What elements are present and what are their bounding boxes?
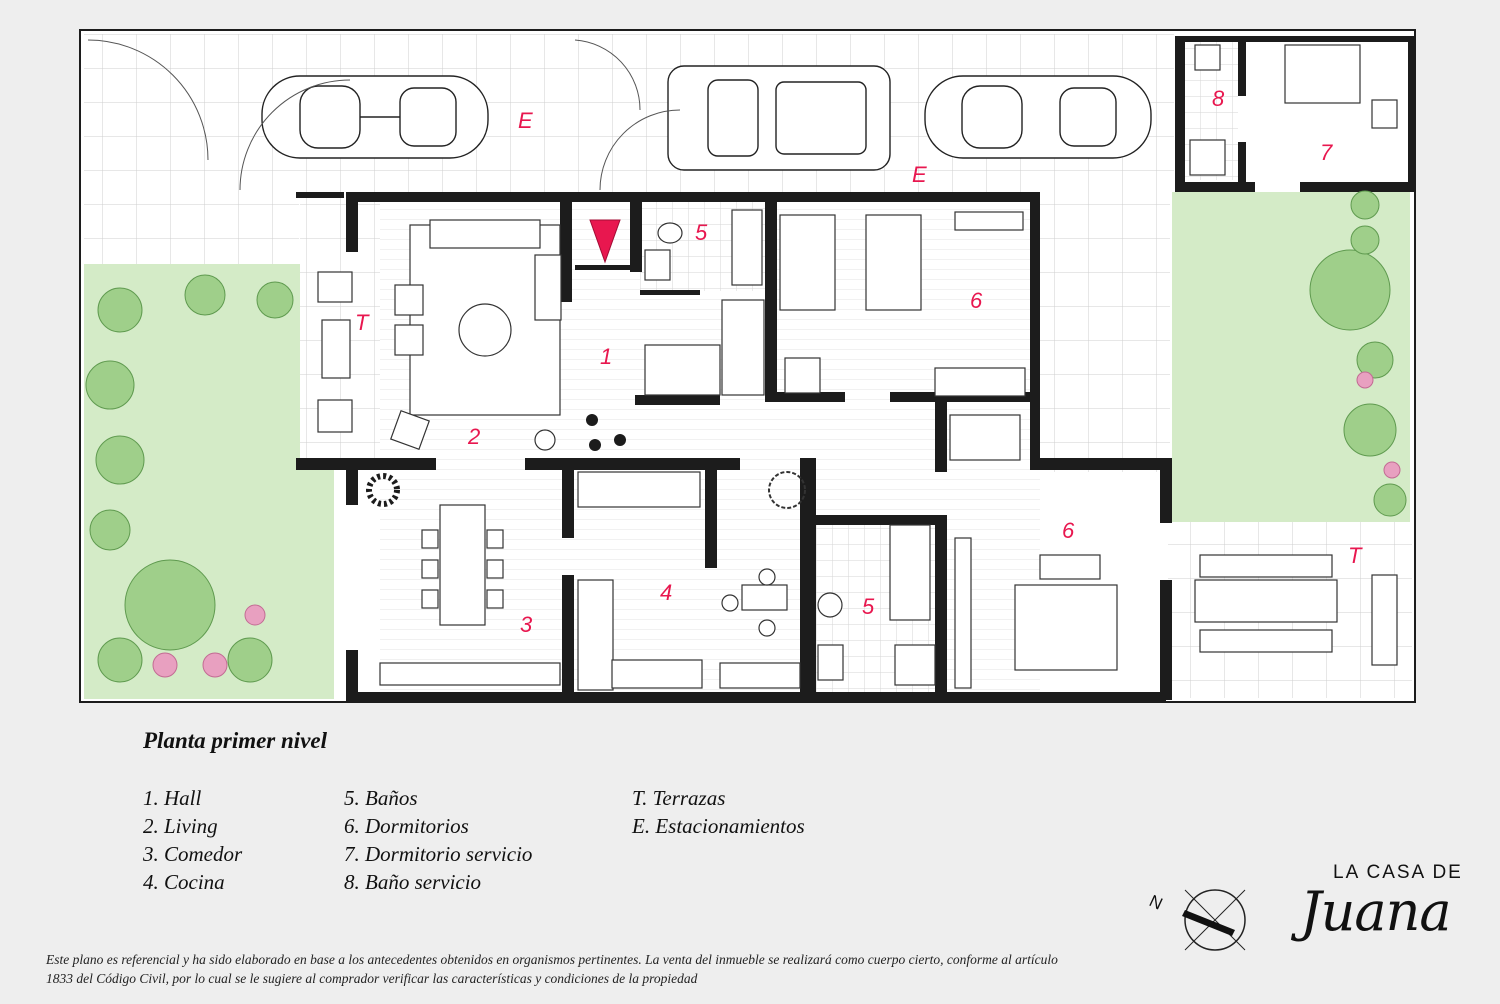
legend-column-2: 5. Baños 6. Dormitorios 7. Dormitorio se… [344, 784, 532, 896]
legend-item: 8. Baño servicio [344, 870, 482, 894]
room-label-terraza-b: T [1348, 543, 1363, 568]
room-label-dormitorio-b: 6 [1062, 518, 1075, 543]
legend-item: 7. Dormitorio servicio [344, 842, 533, 866]
bed [1014, 584, 1118, 671]
legend-item: 6. Dormitorios [344, 814, 469, 838]
plant-icon [366, 414, 626, 507]
room-label-bano-b: 5 [862, 594, 875, 619]
room-label-cocina: 4 [660, 580, 672, 605]
floor-plan: 1 2 3 4 5 5 6 6 7 8 T T E E [79, 29, 1416, 703]
dining-table [439, 504, 486, 626]
legend-item: 5. Baños [344, 786, 418, 810]
room-label-dormitorio-a: 6 [970, 288, 983, 313]
brand-logo-script: Juana [1300, 880, 1452, 943]
plan-title: Planta primer nivel [143, 728, 327, 753]
legend-item: 3. Comedor [143, 842, 243, 866]
room-label-living: 2 [467, 424, 480, 449]
room-label-estacionamiento-a: E [518, 108, 533, 133]
legend-column-1: 1. Hall 2. Living 3. Comedor 4. Cocina [143, 784, 242, 896]
brand-logo-top: LA CASA DE [1333, 862, 1463, 883]
legend-item: 4. Cocina [143, 870, 225, 894]
legend-item: 1. Hall [143, 786, 202, 810]
room-label-bano-a: 5 [695, 220, 708, 245]
room-label-dormitorio-servicio: 7 [1320, 140, 1333, 165]
legend-item: E. Estacionamientos [632, 814, 805, 838]
legend-column-3: T. Terrazas E. Estacionamientos [632, 784, 805, 840]
legend-item: 2. Living [143, 814, 218, 838]
bed [779, 214, 836, 311]
room-label-estacionamiento-b: E [912, 162, 927, 187]
bed [1284, 44, 1361, 104]
room-label-comedor: 3 [520, 612, 533, 637]
car-icon [261, 75, 489, 159]
coffee-table [458, 303, 512, 357]
car-icon [667, 65, 891, 171]
compass-icon: N [1146, 889, 1246, 951]
disclaimer-text: Este plano es referencial y ha sido elab… [46, 952, 1058, 986]
room-label-bano-servicio: 8 [1212, 86, 1225, 111]
tree-icon [85, 190, 1407, 683]
compass-north-label: N [1146, 891, 1165, 913]
room-label-hall: 1 [600, 344, 612, 369]
walls [296, 36, 1416, 702]
bed [865, 214, 922, 311]
legend-item: T. Terrazas [632, 786, 726, 810]
sofa [429, 219, 541, 249]
entry-arrow-icon [589, 219, 621, 264]
room-label-terraza-a: T [355, 310, 370, 335]
car-icon [924, 75, 1152, 159]
